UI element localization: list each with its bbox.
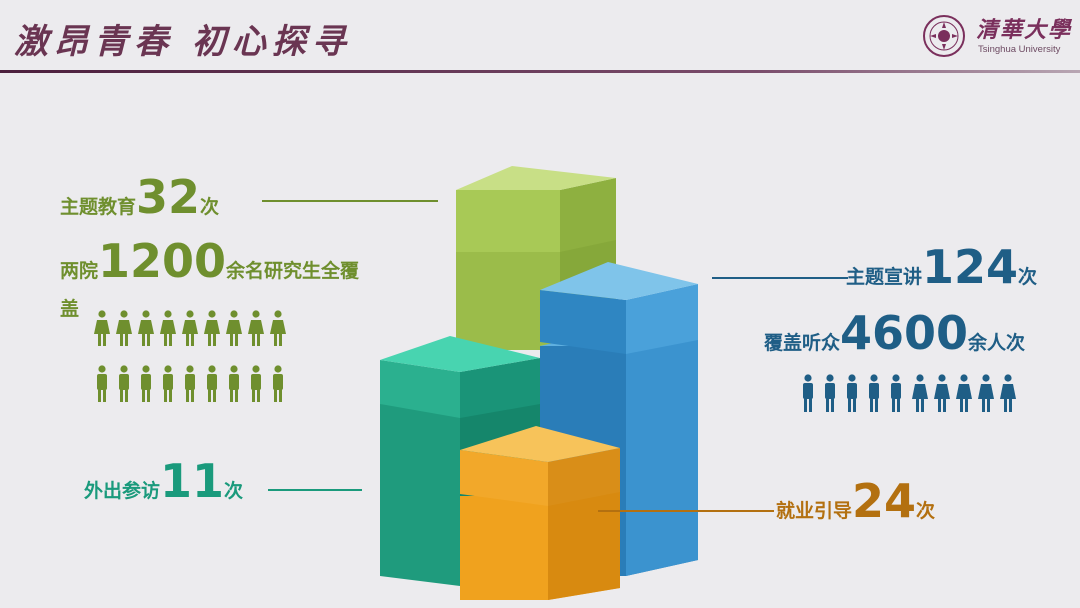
university-name-cn: 清華大學 bbox=[976, 17, 1073, 43]
female-person-icon bbox=[204, 310, 220, 346]
stat-value: 32 bbox=[136, 170, 201, 224]
stat-topic-lecture: 主题宣讲124次 bbox=[846, 240, 1037, 294]
university-name-en: Tsinghua University bbox=[978, 44, 1061, 55]
female-person-icon bbox=[226, 310, 242, 346]
female-person-icon bbox=[182, 310, 198, 346]
stat-value: 4600 bbox=[840, 306, 969, 360]
male-person-icon bbox=[141, 365, 151, 402]
stat-suffix: 次 bbox=[916, 500, 936, 522]
stat-suffix2: 盖 bbox=[60, 298, 80, 320]
stat-value: 1200 bbox=[98, 234, 227, 288]
stat-suffix: 余人次 bbox=[968, 332, 1026, 354]
female-person-icon bbox=[956, 374, 972, 412]
stat-employment: 就业引导24次 bbox=[776, 474, 935, 528]
male-person-icon bbox=[869, 374, 879, 412]
stat-label: 就业引导 bbox=[776, 500, 853, 522]
stat-label: 外出参访 bbox=[84, 480, 161, 502]
leader-line-orange bbox=[598, 510, 774, 512]
female-person-icon bbox=[160, 310, 176, 346]
male-person-icon bbox=[803, 374, 813, 412]
orange-block bbox=[460, 426, 620, 600]
stat-value: 11 bbox=[160, 454, 225, 508]
male-person-icon bbox=[97, 365, 107, 402]
female-person-icon bbox=[270, 310, 286, 346]
female-person-icon bbox=[1000, 374, 1016, 412]
female-person-icon bbox=[116, 310, 132, 346]
male-person-icon bbox=[891, 374, 901, 412]
stat-visits: 外出参访11次 bbox=[84, 454, 243, 508]
female-person-icon bbox=[912, 374, 928, 412]
stat-coverage: 两院1200余名研究生全覆 bbox=[60, 234, 359, 288]
people-group-green bbox=[94, 310, 286, 402]
stat-label: 两院 bbox=[60, 260, 99, 282]
leader-line-blue bbox=[712, 277, 848, 279]
male-person-icon bbox=[119, 365, 129, 402]
stat-label: 主题教育 bbox=[60, 196, 137, 218]
male-person-icon bbox=[825, 374, 835, 412]
male-person-icon bbox=[251, 365, 261, 402]
leader-line-green bbox=[262, 200, 438, 202]
female-person-icon bbox=[248, 310, 264, 346]
female-person-icon bbox=[978, 374, 994, 412]
male-person-icon bbox=[207, 365, 217, 402]
stat-suffix: 余名研究生全覆 bbox=[226, 260, 360, 282]
header-divider bbox=[0, 70, 1080, 73]
female-person-icon bbox=[934, 374, 950, 412]
stat-suffix: 次 bbox=[200, 196, 220, 218]
female-person-icon bbox=[94, 310, 110, 346]
male-person-icon bbox=[847, 374, 857, 412]
stat-label: 主题宣讲 bbox=[846, 266, 923, 288]
stat-value: 24 bbox=[852, 474, 917, 528]
university-seal-icon bbox=[923, 15, 965, 57]
male-person-icon bbox=[163, 365, 173, 402]
stat-suffix: 次 bbox=[224, 480, 244, 502]
stat-audience: 覆盖听众4600余人次 bbox=[764, 306, 1025, 360]
male-person-icon bbox=[229, 365, 239, 402]
page-title: 激昂青春 初心探寻 bbox=[14, 22, 352, 62]
stat-label: 覆盖听众 bbox=[764, 332, 841, 354]
people-group-blue bbox=[803, 374, 1016, 412]
stat-suffix: 次 bbox=[1018, 266, 1038, 288]
female-person-icon bbox=[138, 310, 154, 346]
male-person-icon bbox=[273, 365, 283, 402]
stat-topic-education: 主题教育32次 bbox=[60, 170, 219, 224]
stat-value: 124 bbox=[922, 240, 1019, 294]
stat-coverage-suffix2: 盖 bbox=[60, 294, 79, 321]
male-person-icon bbox=[185, 365, 195, 402]
leader-line-teal bbox=[268, 489, 362, 491]
header: 激昂青春 初心探寻 清華大學 Tsinghua University bbox=[0, 0, 1080, 73]
